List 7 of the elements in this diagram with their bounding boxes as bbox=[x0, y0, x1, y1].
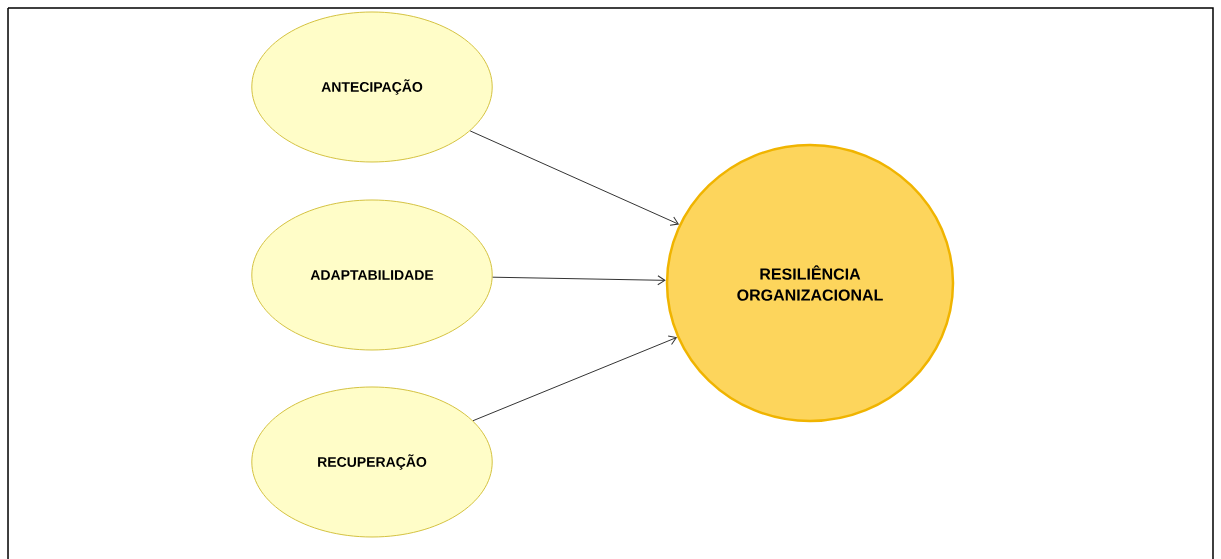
ellipse-node: ANTECIPAÇÃO bbox=[251, 11, 493, 163]
arrow bbox=[472, 335, 677, 422]
arrow bbox=[492, 275, 666, 286]
ellipse-node: ADAPTABILIDADE bbox=[251, 199, 493, 351]
arrow bbox=[469, 130, 679, 226]
circle-node: RESILIÊNCIA ORGANIZACIONAL bbox=[665, 143, 955, 423]
ellipse-node: RECUPERAÇÃO bbox=[251, 386, 493, 538]
